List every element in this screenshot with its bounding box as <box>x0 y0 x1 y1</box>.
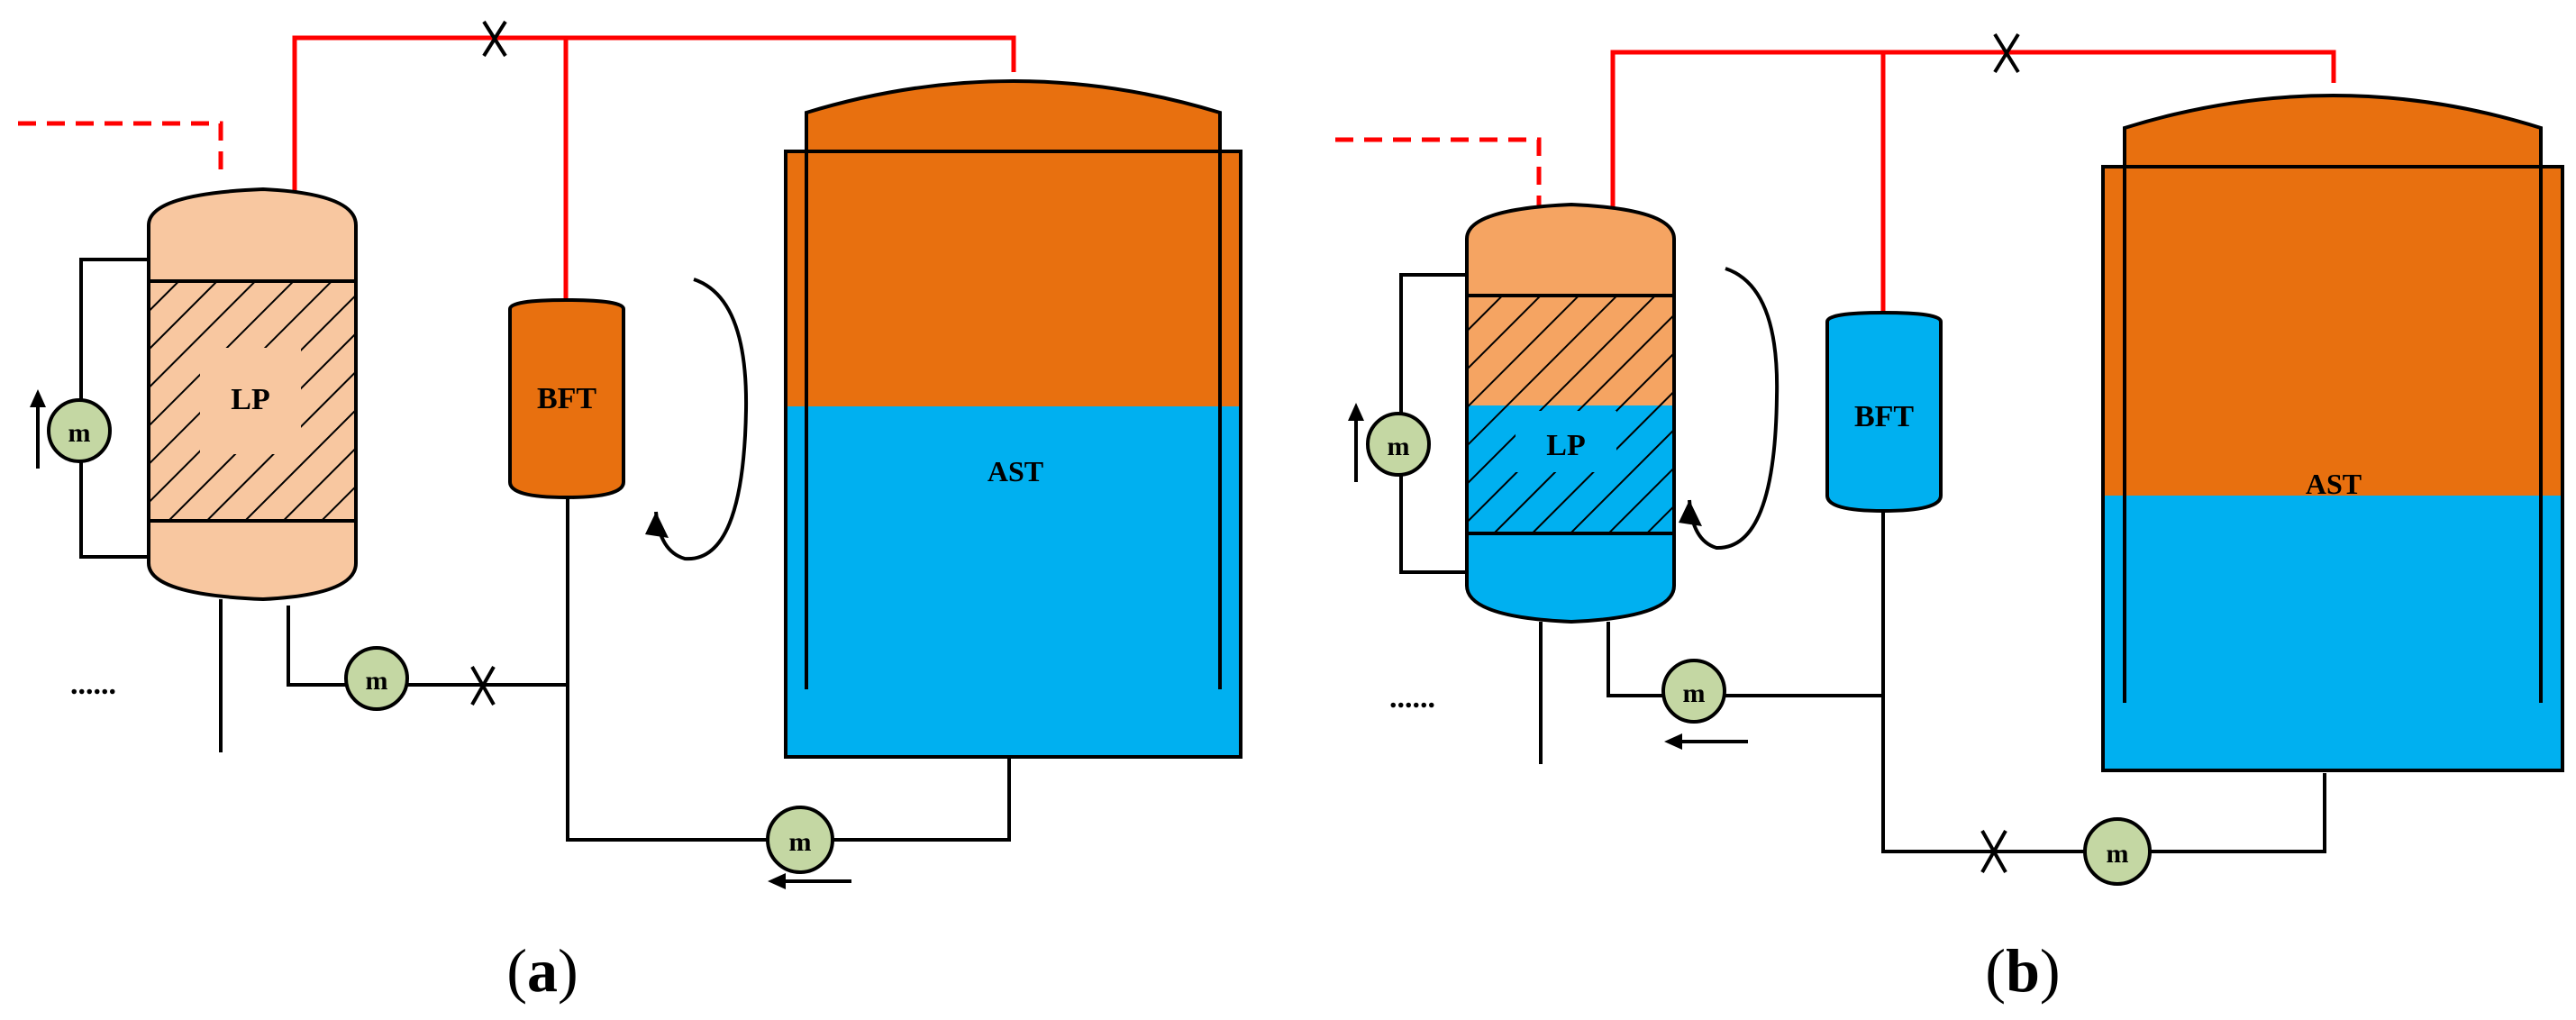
liquid-valve-b <box>1980 830 2007 873</box>
caption-a: (a) <box>506 936 578 1005</box>
svg-text:m: m <box>789 827 812 857</box>
lp-vessel-a: LP <box>147 187 358 602</box>
svg-text:m: m <box>68 418 91 448</box>
bft-vessel-a: BFT <box>508 297 625 500</box>
gas-valve-b <box>1993 32 2020 74</box>
pump-a-2: m <box>344 646 409 711</box>
pump-b-1: m <box>1366 412 1431 477</box>
pump-b-3: m <box>2083 817 2152 886</box>
recirculation-arrow-b <box>1679 267 1780 551</box>
lp-label: LP <box>231 383 269 416</box>
recirculation-arrow-a <box>645 278 749 561</box>
pump-a-3: m <box>766 806 834 874</box>
gas-line-b <box>1335 50 2336 313</box>
svg-text:m: m <box>1683 678 1706 708</box>
bft-label: BFT <box>1854 400 1914 433</box>
ast-label: AST <box>2306 468 2362 500</box>
lp-label: LP <box>1546 429 1585 462</box>
caption-b: (b) <box>1985 936 2060 1005</box>
bft-label: BFT <box>537 382 596 415</box>
pump-b-2: m <box>1661 659 1726 724</box>
lp-vessel-b: LP <box>1465 202 1676 624</box>
svg-text:m: m <box>366 666 388 696</box>
ellipsis-b: ...... <box>1389 681 1435 715</box>
panel-a: LP BFT AST m m <box>18 20 1242 1005</box>
ast-label: AST <box>988 455 1043 487</box>
bft-vessel-b: BFT <box>1825 310 1943 514</box>
ast-tank-a: AST <box>784 79 1242 759</box>
flow-up-arrow-b <box>1348 403 1364 482</box>
svg-text:m: m <box>1388 432 1410 461</box>
flow-left-arrow-b <box>1664 733 1748 750</box>
flow-up-arrow-a <box>30 389 46 469</box>
pump-a-1: m <box>47 398 112 463</box>
gas-valve-a <box>482 20 507 58</box>
gas-line-a <box>18 35 1016 300</box>
svg-text:m: m <box>2107 839 2129 869</box>
panel-b: LP BFT AST m m <box>1335 32 2564 1005</box>
ast-tank-b: AST <box>2101 94 2564 772</box>
ellipsis-a: ...... <box>70 668 116 701</box>
liquid-valve-a <box>470 666 496 706</box>
flow-left-arrow-a <box>768 873 851 889</box>
